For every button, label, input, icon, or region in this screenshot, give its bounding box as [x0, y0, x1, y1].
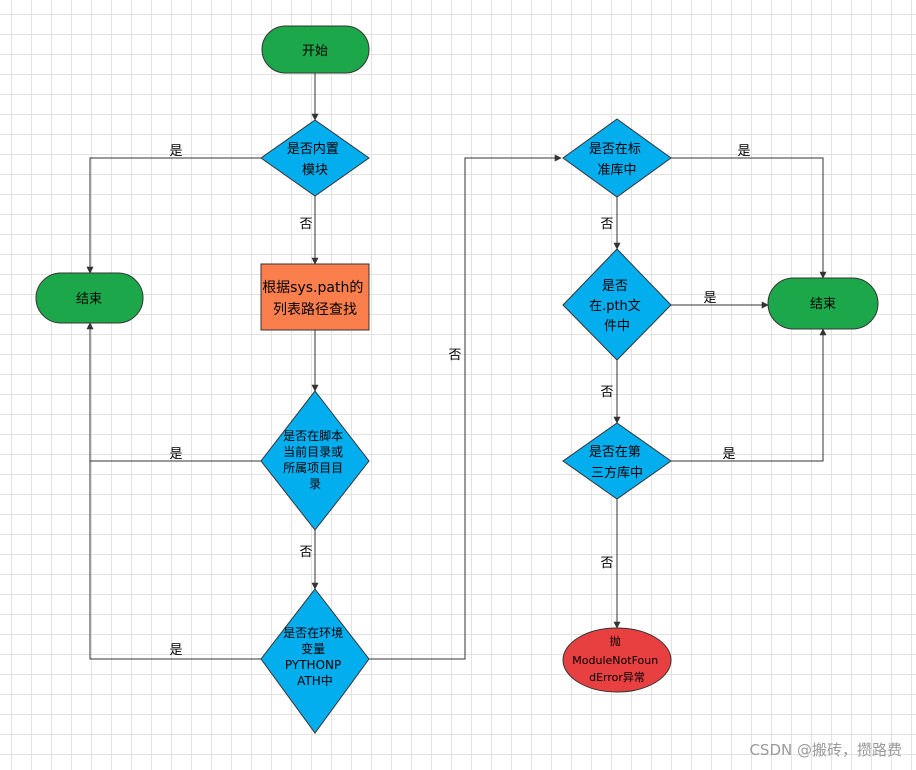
script-dir-decision: [260, 390, 370, 531]
search-process: [260, 263, 370, 331]
end-right-label: 结束: [810, 297, 836, 312]
pythonpath-decision: [260, 588, 370, 734]
start-terminal: [261, 25, 370, 74]
label-pythonpath-yes: 是: [169, 643, 182, 658]
label-pythonpath-no: 否: [448, 348, 461, 363]
pth-label: 是否 在.pth文 件中: [589, 279, 645, 334]
label-builtin-no: 否: [299, 217, 312, 232]
end-right-terminal: [767, 277, 879, 330]
error-label: 抛 ModuleNotFoun dError异常: [572, 634, 661, 684]
pth-decision: [562, 248, 672, 361]
end-left-terminal: [35, 272, 144, 324]
error-terminal: [562, 627, 672, 693]
start-label: 开始: [302, 44, 328, 59]
stdlib-label: 是否在标 准库中: [589, 142, 645, 178]
edge-pythonpath-no-to-stdlib: [369, 154, 562, 660]
csdn-watermark: CSDN @搬砖，攒路费: [749, 741, 902, 759]
edge-builtin-yes-to-end-left: [86, 157, 261, 274]
node-texts: 开始 是否内置 模块 结束 根据sys.path的 列表路径查找 是否在脚本 当…: [76, 44, 836, 688]
label-builtin-yes: 是: [169, 144, 182, 159]
label-pth-yes: 是: [703, 291, 716, 306]
edge-stdlib-yes-to-end-right: [671, 157, 827, 279]
search-label: 根据sys.path的 列表路径查找: [262, 280, 368, 318]
edges: [86, 73, 827, 660]
end-left-label: 结束: [76, 292, 102, 307]
label-script-dir-no: 否: [299, 545, 312, 560]
builtin-label: 是否内置 模块: [287, 141, 343, 178]
label-script-dir-yes: 是: [169, 447, 182, 462]
edge-labels: 是 否 是 否 是 否 是 否 是 否 是 否: [169, 144, 750, 658]
label-stdlib-yes: 是: [737, 144, 750, 159]
thirdparty-label: 是否在第 三方库中: [589, 445, 645, 481]
stdlib-decision: [562, 118, 672, 198]
thirdparty-decision: [562, 422, 672, 500]
edge-script-dir-yes-to-end-left: [86, 322, 261, 462]
edge-thirdparty-yes-to-end-right: [671, 328, 827, 462]
node-shapes: [35, 25, 879, 734]
builtin-decision: [260, 119, 370, 197]
edge-pythonpath-yes-to-end-left: [89, 461, 261, 660]
label-thirdparty-no: 否: [600, 556, 613, 571]
label-stdlib-no: 否: [600, 217, 613, 232]
label-thirdparty-yes: 是: [722, 447, 735, 462]
pythonpath-label: 是否在环境 变量 PYTHONP ATH中: [283, 625, 347, 688]
script-dir-label: 是否在脚本 当前目录或 所属项目目 录: [283, 428, 347, 491]
label-pth-no: 否: [600, 385, 613, 400]
